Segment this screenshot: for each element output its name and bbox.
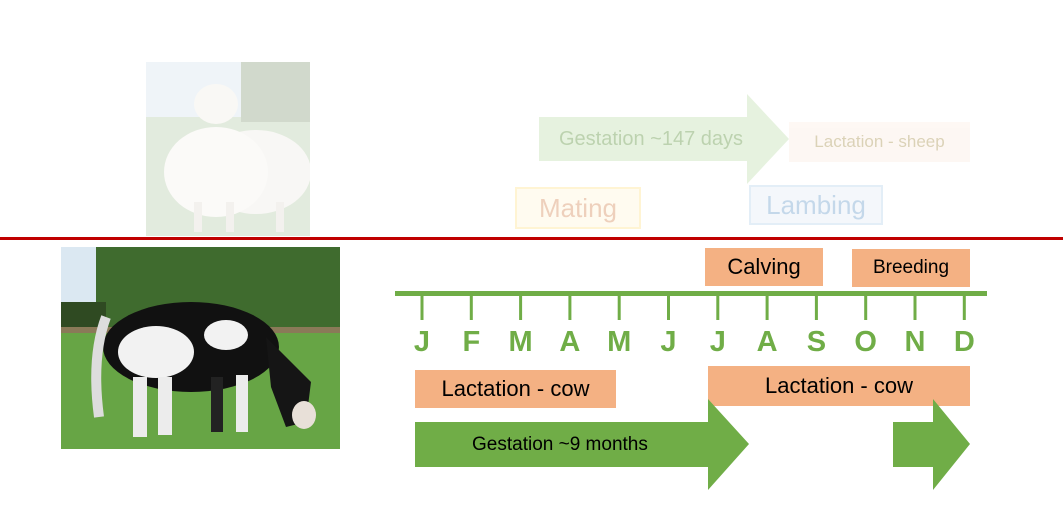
month-label: D <box>949 326 979 359</box>
ruler-tick <box>914 294 917 320</box>
ruler-tick <box>716 294 719 320</box>
ruler-tick <box>963 294 966 320</box>
month-label: J <box>703 326 733 359</box>
ruler-tick <box>766 294 769 320</box>
sheep-gestation-label: Gestation ~147 days <box>559 128 743 151</box>
month-label: O <box>851 326 881 359</box>
cow-gestation-arrow-continued <box>893 399 970 490</box>
month-label: A <box>752 326 782 359</box>
sheep-photo <box>146 62 310 236</box>
month-label: F <box>456 326 486 359</box>
ruler-baseline <box>395 291 987 296</box>
breeding-box: Breeding <box>852 249 970 287</box>
month-label: S <box>801 326 831 359</box>
month-label: A <box>555 326 585 359</box>
ruler-tick <box>568 294 571 320</box>
ruler-tick <box>519 294 522 320</box>
month-label: J <box>654 326 684 359</box>
ruler-tick <box>470 294 473 320</box>
month-label: M <box>604 326 634 359</box>
month-label: M <box>506 326 536 359</box>
lambing-box: Lambing <box>749 185 883 225</box>
month-label: J <box>407 326 437 359</box>
mating-box: Mating <box>515 187 641 229</box>
ruler-tick <box>864 294 867 320</box>
section-divider <box>0 237 1063 240</box>
month-label: N <box>900 326 930 359</box>
ruler-tick <box>667 294 670 320</box>
month-timeline-ruler <box>395 288 987 324</box>
ruler-tick <box>815 294 818 320</box>
sheep-lactation-box: Lactation - sheep <box>789 122 970 162</box>
ruler-tick <box>421 294 424 320</box>
ruler-tick <box>618 294 621 320</box>
calving-box: Calving <box>705 248 823 286</box>
cow-gestation-label: Gestation ~9 months <box>472 434 648 456</box>
cow-photo <box>61 247 340 449</box>
